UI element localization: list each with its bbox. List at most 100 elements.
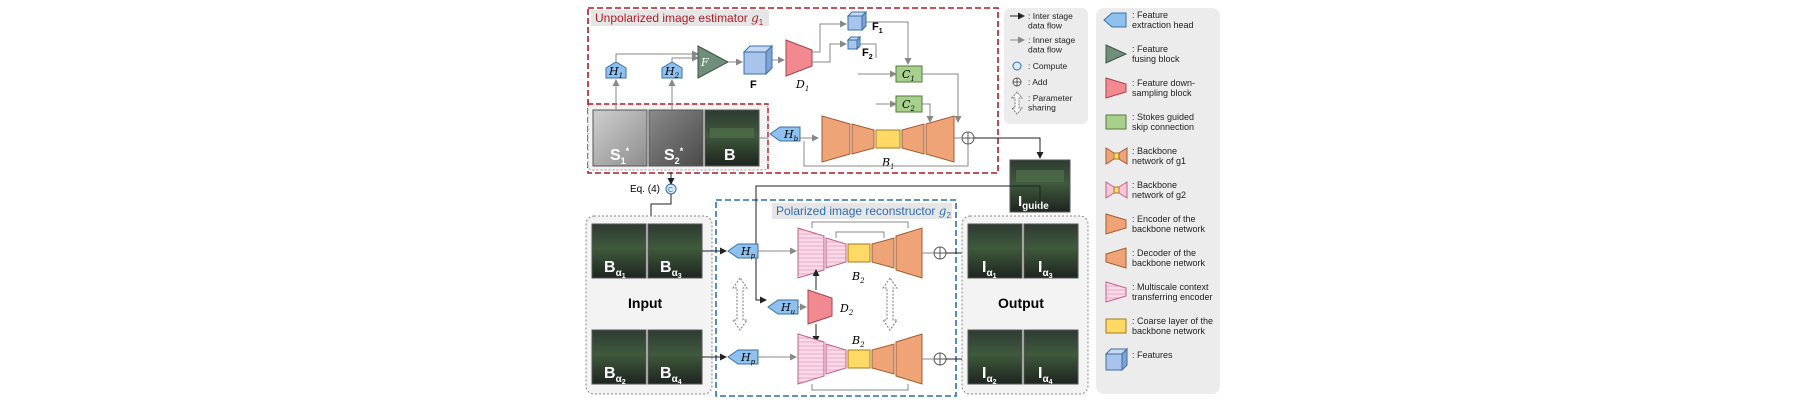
eq-label: Eq. (4) xyxy=(630,184,660,195)
hb-label: Hb xyxy=(783,128,799,143)
s2-image-label: S2* xyxy=(664,146,684,166)
svg-text:Iα3: Iα3 xyxy=(1038,259,1053,280)
F2-label: F2 xyxy=(862,47,873,61)
d2-label: D2 xyxy=(839,302,854,317)
output-label: Output xyxy=(998,295,1044,311)
features-cube-icon xyxy=(1104,347,1129,372)
svg-text:Iα2: Iα2 xyxy=(982,365,997,386)
feature-fusing-block-icon xyxy=(1105,44,1128,64)
F-label: F xyxy=(750,79,757,91)
h1-label: H1 xyxy=(608,65,623,80)
d2-downsampling-block: D2 xyxy=(807,289,854,325)
decoder-icon xyxy=(1105,247,1127,269)
legend-right-item-feature-downsampling-block: : Feature down-sampling block xyxy=(1105,77,1195,99)
b1-backbone: B1 xyxy=(821,115,955,171)
backbone-g1-icon xyxy=(1105,147,1128,165)
stage2-title: Polarized image reconstructor g2 xyxy=(776,204,951,220)
output-image-i-alpha3: Iα3 xyxy=(1023,223,1079,280)
svg-text:Bα1: Bα1 xyxy=(604,259,626,280)
add-icon xyxy=(1012,77,1022,87)
stokes-skip-icon xyxy=(1105,114,1127,130)
guide-label: Iguide xyxy=(1018,193,1049,212)
input-label: Input xyxy=(628,295,663,311)
legend-mid-text-3: : Add xyxy=(1028,77,1048,87)
coarse-layer-icon xyxy=(1105,318,1127,334)
c2-stokes-skip: C2 xyxy=(895,95,923,113)
features-cube-F2: F2 xyxy=(846,35,873,61)
svg-text:Hp: Hp xyxy=(740,245,756,260)
stage1-title: Unpolarized image estimator g1 xyxy=(595,11,764,27)
h2-label: H2 xyxy=(664,65,680,80)
output-image-i-alpha4: Iα4 xyxy=(1023,329,1079,386)
b2-top-label: B2 xyxy=(851,270,865,285)
stage1-frame xyxy=(587,7,999,174)
legend-right-panel xyxy=(1096,8,1220,394)
svg-text:Hu: Hu xyxy=(780,301,796,316)
hb-head: Hb xyxy=(769,126,801,143)
output-image-i-alpha2: Iα2 xyxy=(967,329,1023,386)
feature-fusing-block: F xyxy=(697,45,730,79)
c2-label: C2 xyxy=(902,98,915,113)
s1-star-image: S1* xyxy=(592,109,648,167)
legend-mid-panel xyxy=(1004,8,1088,124)
legend-right-text-10: : Features xyxy=(1132,350,1173,360)
backbone-g2-icon xyxy=(1105,181,1128,199)
hu-head: Hu xyxy=(767,299,799,316)
hp-head-bottom: Hp xyxy=(727,349,759,366)
svg-text:Iα1: Iα1 xyxy=(982,259,997,280)
input-image-b-alpha4: Bα4 xyxy=(647,329,703,386)
legend-mid-item-add: : Add xyxy=(1012,77,1048,87)
stage2-frame xyxy=(715,199,957,397)
hp-head-top: Hp xyxy=(727,243,759,260)
b-image: B xyxy=(704,109,760,167)
encoder-icon xyxy=(1105,213,1127,235)
c1-label: C1 xyxy=(902,68,915,83)
d1-downsampling-block: D1 xyxy=(785,39,813,93)
b-image-label: B xyxy=(724,147,736,164)
multiscale-encoder-icon xyxy=(1105,281,1127,303)
legend-right-item-features-cube: : Features xyxy=(1104,347,1173,372)
legend-mid-item-compute: : Compute xyxy=(1012,61,1067,71)
stage1-title-bg xyxy=(591,10,769,26)
features-cube-F1: F1 xyxy=(846,10,883,35)
compute-glyph: C xyxy=(668,187,673,194)
param-share-left-icon xyxy=(732,277,748,331)
legend-mid-text-2: : Compute xyxy=(1028,61,1067,71)
compute-icon xyxy=(1012,61,1022,71)
svg-text:Bα3: Bα3 xyxy=(660,259,682,280)
input-image-b-alpha2: Bα2 xyxy=(591,329,647,386)
F1-label: F1 xyxy=(872,21,883,35)
output-image-i-alpha1: Iα1 xyxy=(967,223,1023,280)
input-image-b-alpha3: Bα3 xyxy=(647,223,703,280)
d1-label: D1 xyxy=(795,78,809,93)
h1-head: H1 xyxy=(605,61,627,80)
s2-star-image: S2* xyxy=(648,109,704,167)
features-cube-F: F xyxy=(742,44,774,91)
b2-backbone-bottom: B2 xyxy=(797,333,923,385)
c1-stokes-skip: C1 xyxy=(895,65,923,83)
param-share-right-icon xyxy=(882,277,898,331)
